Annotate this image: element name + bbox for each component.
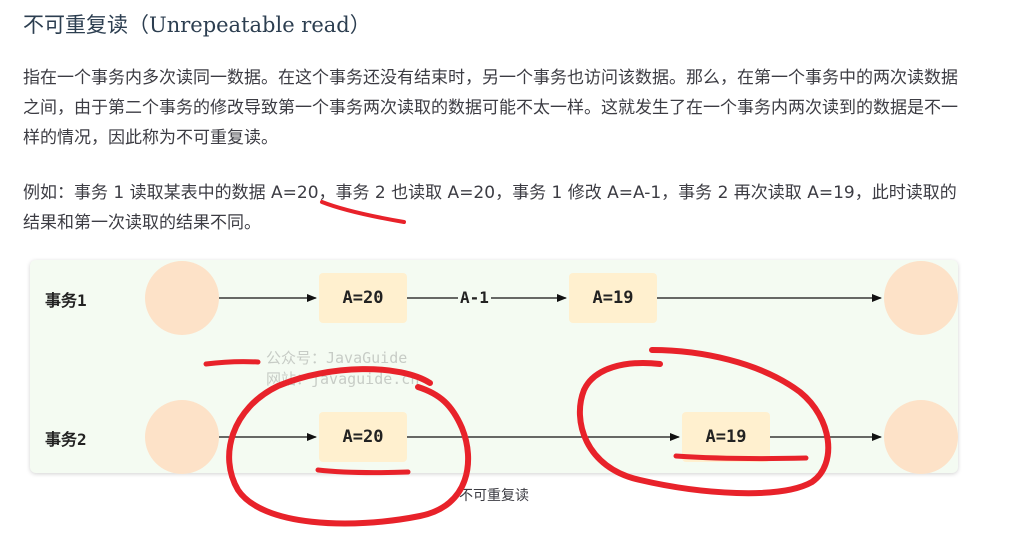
transaction-1-label: 事务1 — [45, 291, 87, 310]
transaction-2-label: 事务2 — [45, 430, 87, 449]
transaction-2-end-node — [884, 400, 958, 474]
transaction-2-start-node — [145, 400, 219, 474]
transaction-2-first-read-value: A=20 — [319, 412, 407, 462]
watermark-line-2: 网站：javaguide.cn — [266, 370, 420, 388]
transaction-1-start-node — [145, 261, 219, 335]
watermark-line-1: 公众号：JavaGuide — [266, 349, 408, 367]
watermark: 公众号：JavaGuide 网站：javaguide.cn — [266, 348, 419, 390]
example-paragraph: 例如：事务 1 读取某表中的数据 A=20，事务 2 也读取 A=20，事务 1… — [23, 183, 957, 233]
transaction-1-end-node — [884, 261, 958, 335]
transaction-1-operation-label: A-1 — [458, 288, 491, 307]
transaction-1-modified-value: A=19 — [569, 273, 657, 323]
section-heading: 不可重复读（Unrepeatable read） — [23, 13, 371, 37]
transaction-diagram: 事务1 A=20 A-1 A=19 公众号：JavaGuide 网站：javag… — [30, 260, 958, 474]
transaction-1-read-value: A=20 — [319, 273, 407, 323]
definition-paragraph: 指在一个事务内多次读同一数据。在这个事务还没有结束时，另一个事务也访问该数据。那… — [23, 68, 958, 148]
transaction-2-second-read-value: A=19 — [682, 412, 770, 462]
figure-caption: 不可重复读 — [459, 488, 529, 504]
